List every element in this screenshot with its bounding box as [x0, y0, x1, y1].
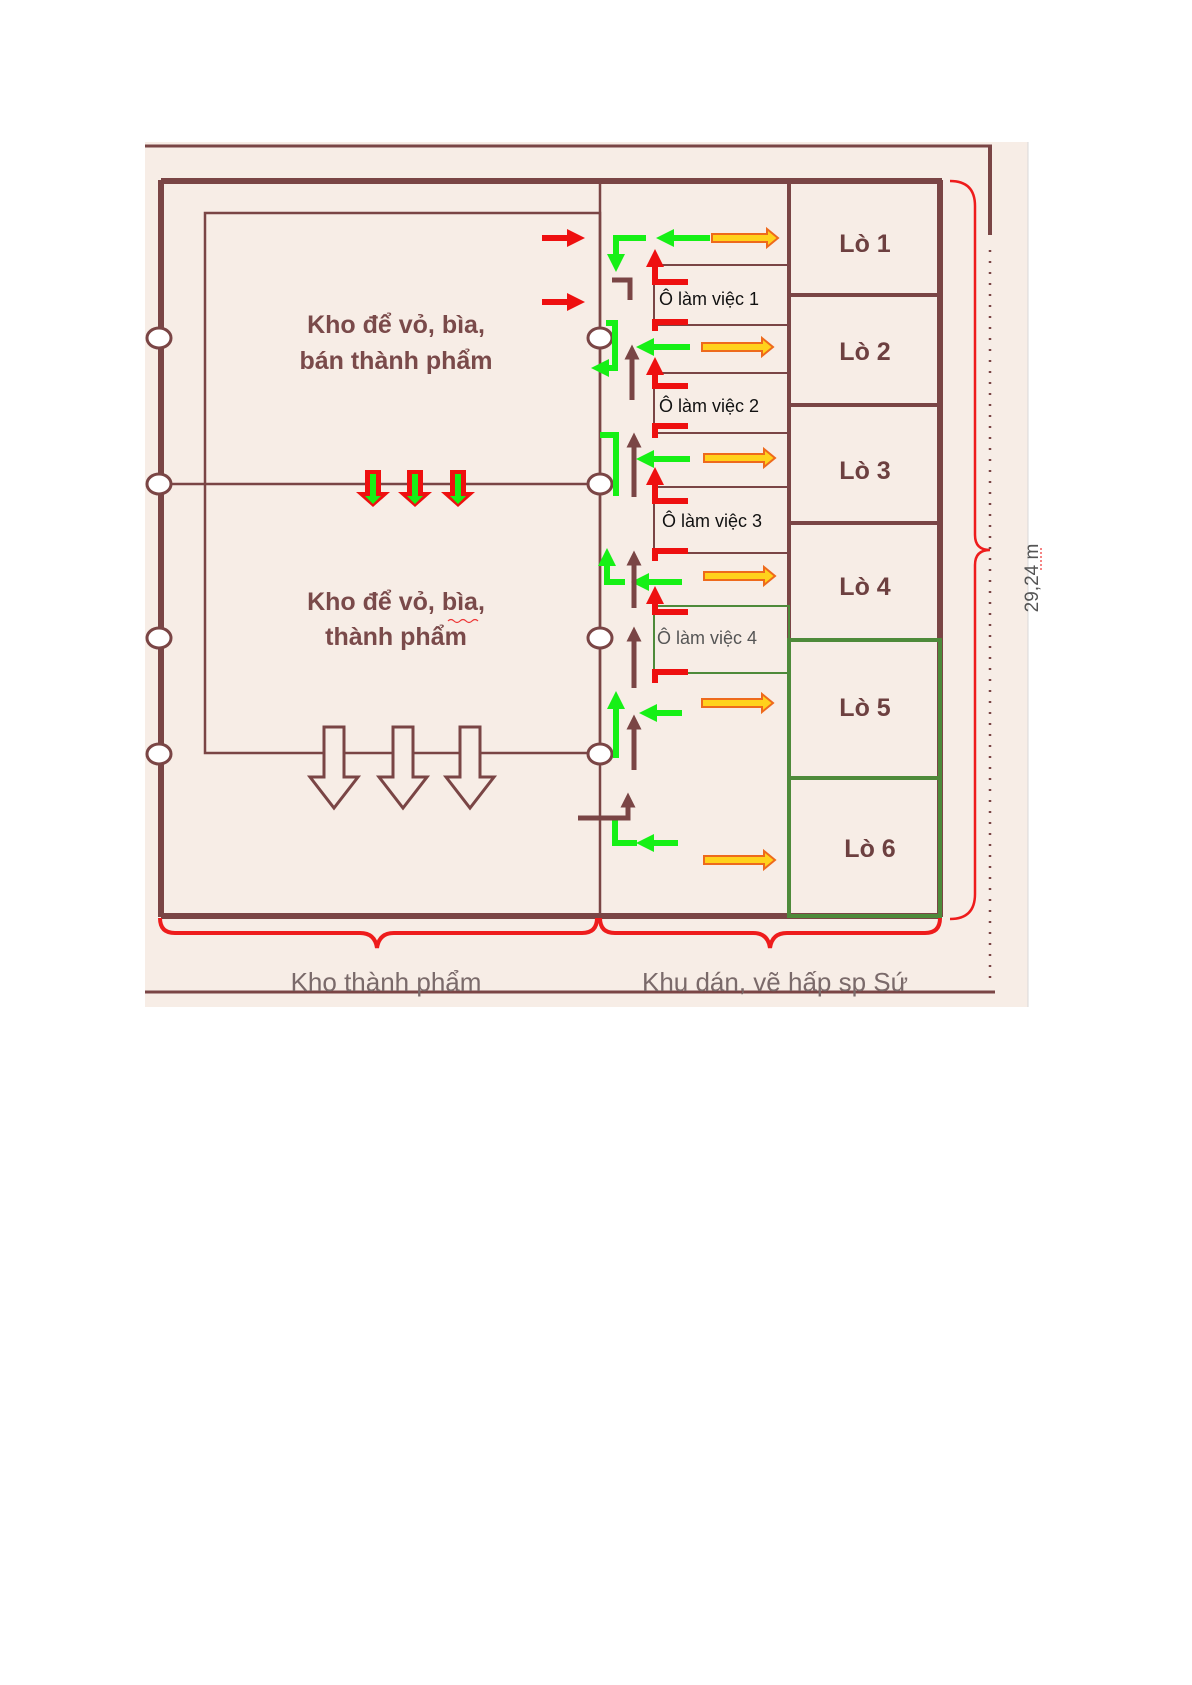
diagram-background: [145, 142, 1028, 1007]
door-hinge-icon: [588, 628, 612, 648]
kiln-label-4: Lò 4: [839, 573, 890, 601]
workstation-label-2: Ô làm việc 2: [659, 395, 759, 416]
workstation-label-1: Ô làm việc 1: [659, 288, 759, 309]
small-down-arrows: [356, 470, 475, 507]
door-hinge-icon: [588, 744, 612, 764]
workstation-label-3: Ô làm việc 3: [662, 510, 762, 531]
kiln-label-6: Lò 6: [844, 835, 895, 863]
door-hinge-icon: [147, 328, 171, 348]
door-hinge-icon: [588, 474, 612, 494]
kiln-label-1: Lò 1: [839, 230, 890, 258]
kiln-label-5: Lò 5: [839, 694, 890, 722]
kiln-label-3: Lò 3: [839, 457, 890, 485]
upper-storage-label-line1: Kho để vỏ, bìa,: [307, 311, 485, 339]
lower-storage-label-line2: thành phẩm: [325, 623, 467, 651]
footer-right-label: Khu dán, vẽ hấp sp Sứ: [642, 967, 908, 997]
footer-left-label: Kho thành phẩm: [291, 967, 482, 997]
upper-storage-label-line2: bán thành phẩm: [299, 347, 492, 375]
workstation-label-4: Ô làm việc 4: [657, 627, 757, 648]
lower-storage-label-line1: Kho để vỏ, bìa,: [307, 588, 485, 616]
kiln-label-2: Lò 2: [839, 338, 890, 366]
door-hinge-icon: [147, 744, 171, 764]
large-down-arrows: [310, 727, 494, 808]
door-hinge-icon: [588, 328, 612, 348]
door-hinge-icon: [147, 474, 171, 494]
dimension-label: 29,24 m: [1022, 544, 1043, 613]
door-hinge-icon: [147, 628, 171, 648]
